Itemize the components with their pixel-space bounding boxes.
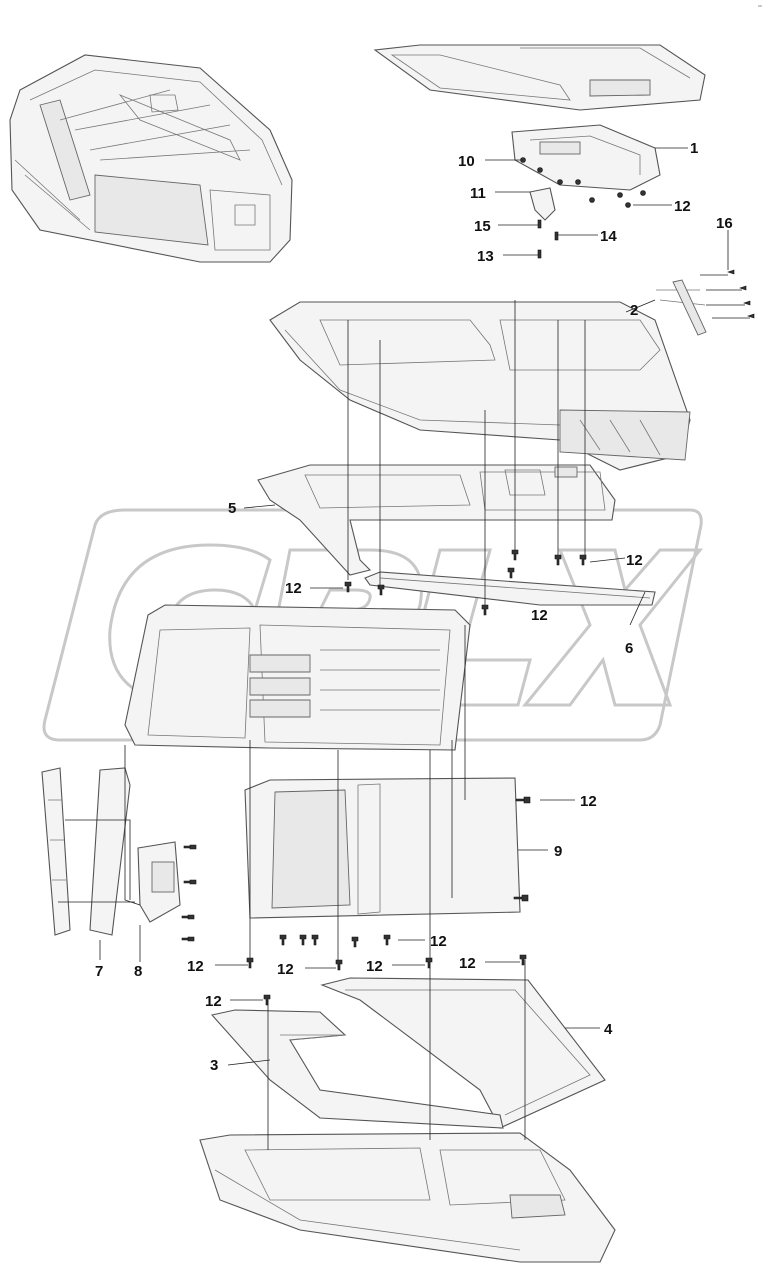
screws-part-12 xyxy=(181,549,587,1006)
callout-16: 16 xyxy=(716,215,733,232)
hatch-bracket-part-1 xyxy=(511,124,661,191)
callout-5: 5 xyxy=(228,500,236,517)
fasteners-part-16 xyxy=(656,230,755,319)
callout-12: 12 xyxy=(674,198,691,215)
callout-15: 15 xyxy=(474,218,491,235)
callout-12k: 12 xyxy=(205,993,222,1010)
leader-lines xyxy=(58,147,688,1150)
callout-1: 1 xyxy=(690,140,698,157)
floor-tray-bottom xyxy=(199,1132,616,1263)
callout-12g: 12 xyxy=(187,958,204,975)
callout-12j: 12 xyxy=(459,955,476,972)
callout-12h: 12 xyxy=(277,961,294,978)
callout-12i: 12 xyxy=(366,958,383,975)
fastener-group-top xyxy=(520,157,646,259)
callout-7: 7 xyxy=(95,963,103,980)
callout-4: 4 xyxy=(604,1021,613,1038)
callout-12b: 12 xyxy=(626,552,643,569)
callout-9: 9 xyxy=(554,843,562,860)
strip-part-2 xyxy=(672,279,707,336)
callout-12c: 12 xyxy=(285,580,302,597)
callout-13: 13 xyxy=(477,248,494,265)
overview-cab-illustration xyxy=(9,54,293,263)
callout-10: 10 xyxy=(458,153,475,170)
callout-6: 6 xyxy=(625,640,633,657)
callout-8: 8 xyxy=(134,963,142,980)
callout-12d: 12 xyxy=(531,607,548,624)
callout-12f: 12 xyxy=(430,933,447,950)
callout-3: 3 xyxy=(210,1057,218,1074)
roof-outer-panel xyxy=(269,301,691,471)
back-panel-part-9 xyxy=(244,777,521,919)
roof-hatch-frame xyxy=(373,44,706,111)
side-molding-part-3 xyxy=(210,1009,504,1129)
bracket-part-11 xyxy=(529,187,556,221)
callout-14: 14 xyxy=(600,228,617,245)
roof-inner-frame-part-5 xyxy=(257,464,616,576)
callout-12e: 12 xyxy=(580,793,597,810)
corner-bracket-part-8 xyxy=(137,841,181,923)
callout-2: 2 xyxy=(630,302,638,319)
roof-headliner-panel xyxy=(124,604,471,751)
callout-labels: 1 10 11 12 15 14 13 16 2 5 12 12 12 6 12… xyxy=(95,140,733,1074)
side-panel-part-7 xyxy=(41,767,131,936)
corner-mark: ᵒᵒ xyxy=(758,4,762,10)
callout-11: 11 xyxy=(470,185,486,202)
